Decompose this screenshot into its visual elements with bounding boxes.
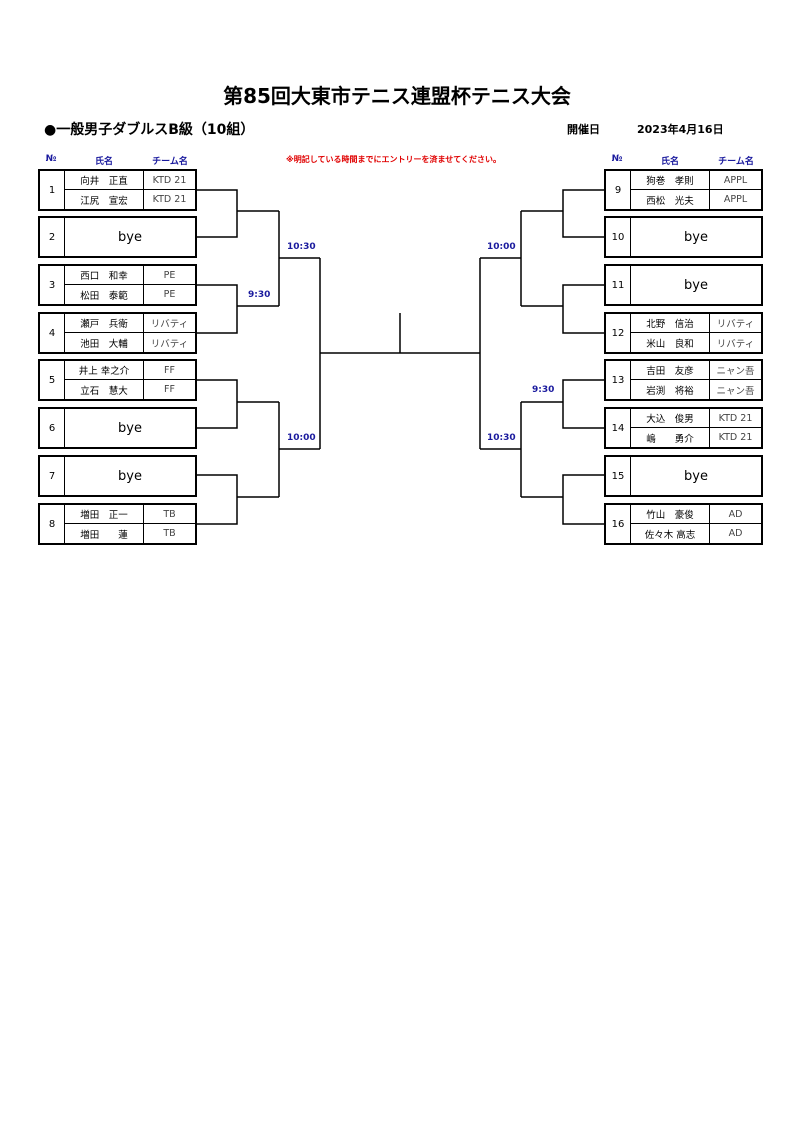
player-name: 増田 正一 [65, 505, 144, 523]
entry-number: 8 [40, 505, 65, 543]
entry-13: 13 吉田 友彦ニャン吾 岩渕 将裕ニャン吾 [604, 359, 763, 401]
player-name: 江尻 宣宏 [65, 190, 144, 209]
team-name: TB [163, 528, 176, 539]
player-name: 狗巻 孝則 [631, 171, 710, 189]
bye-label: bye [684, 229, 708, 245]
team-name: AD [728, 528, 743, 539]
team-name: リバティ [150, 338, 189, 350]
team-name: リバティ [716, 338, 755, 350]
entry-number: 16 [606, 505, 631, 543]
entry-number: 6 [40, 409, 65, 447]
match-time-left-semi-top: 10:30 [287, 242, 316, 252]
player-name: 岩渕 将裕 [631, 380, 710, 399]
match-time-left-34: 9:30 [248, 290, 271, 300]
player-name: 松田 泰範 [65, 285, 144, 304]
entry-number: 12 [606, 314, 631, 352]
match-time-right-1314: 9:30 [532, 385, 555, 395]
entry-number: 3 [40, 266, 65, 304]
header-no-right: № [611, 154, 623, 164]
entry-number: 7 [40, 457, 65, 495]
entry-number: 15 [606, 457, 631, 495]
header-team-right: チーム名 [718, 157, 754, 167]
bye-label: bye [118, 468, 142, 484]
header-name-left: 氏名 [94, 157, 113, 167]
entry-14: 14 大込 俊男 KTD 21 嶋 勇介 KTD 21 [604, 407, 763, 449]
team-name: リバティ [716, 319, 755, 330]
player-name: 竹山 豪俊 [631, 505, 710, 523]
header-team-left: チーム名 [152, 157, 188, 167]
entry-7: 7 bye [38, 455, 197, 497]
entry-number: 11 [606, 266, 631, 304]
date-value: 2023年4月16日 [637, 123, 724, 136]
player-name: 西口 和幸 [65, 266, 144, 284]
page-title: 第85回大東市テニス連盟杯テニス大会 [223, 84, 571, 108]
entry-10: 10 bye [604, 216, 763, 258]
player-name: 井上 幸之介 [65, 361, 144, 379]
team-name: APPL [723, 174, 748, 186]
team-name: リバティ [150, 319, 189, 330]
entry-16: 16 竹山 豪俊 AD 佐々木 高志 AD [604, 503, 763, 545]
team-name: AD [728, 508, 743, 520]
player-name: 瀬戸 兵衛 [65, 314, 144, 332]
team-name: PE [163, 289, 176, 300]
player-name: 吉田 友彦 [631, 361, 710, 379]
player-name: 大込 俊男 [631, 409, 710, 427]
entry-number: 9 [606, 171, 631, 209]
entry-11: 11 bye [604, 264, 763, 306]
entry-3: 3 西口 和幸 PE 松田 泰範 PE [38, 264, 197, 306]
bye-label: bye [684, 277, 708, 293]
entry-number: 1 [40, 171, 65, 209]
player-name: 北野 信治 [631, 314, 710, 332]
header-name-right: 氏名 [660, 157, 679, 167]
entry-6: 6 bye [38, 407, 197, 449]
entry-number: 2 [40, 218, 65, 256]
player-name: 佐々木 高志 [631, 524, 710, 543]
team-name: KTD 21 [718, 412, 753, 424]
team-name: KTD 21 [718, 432, 753, 443]
match-time-right-semi-top: 10:00 [487, 242, 516, 252]
entry-number: 14 [606, 409, 631, 447]
bye-label: bye [684, 468, 708, 484]
entry-12: 12 北野 信治リバティ 米山 良和リバティ [604, 312, 763, 354]
event-subtitle: ●一般男子ダブルスB級（10組） [44, 122, 255, 138]
team-name: FF [164, 364, 175, 376]
match-time-right-semi-bottom: 10:30 [487, 433, 516, 443]
team-name: KTD 21 [152, 194, 187, 205]
player-name: 増田 蓮 [65, 524, 144, 543]
entry-5: 5 井上 幸之介 FF 立石 慧大 FF [38, 359, 197, 401]
entry-2: 2 bye [38, 216, 197, 258]
bye-label: bye [118, 229, 142, 245]
team-name: PE [163, 269, 176, 281]
player-name: 米山 良和 [631, 333, 710, 352]
team-name: TB [163, 508, 176, 520]
entry-number: 10 [606, 218, 631, 256]
player-name: 向井 正直 [65, 171, 144, 189]
player-name: 池田 大輔 [65, 333, 144, 352]
match-time-left-semi-bottom: 10:00 [287, 433, 316, 443]
team-name: ニャン吾 [716, 366, 755, 377]
player-name: 立石 慧大 [65, 380, 144, 399]
entry-number: 4 [40, 314, 65, 352]
team-name: FF [164, 384, 175, 395]
entry-1: 1 向井 正直 KTD 21 江尻 宣宏 KTD 21 [38, 169, 197, 211]
player-name: 西松 光夫 [631, 190, 710, 209]
entry-number: 5 [40, 361, 65, 399]
entry-15: 15 bye [604, 455, 763, 497]
entry-4: 4 瀬戸 兵衛リバティ 池田 大輔リバティ [38, 312, 197, 354]
entry-8: 8 増田 正一 TB 増田 蓮 TB [38, 503, 197, 545]
player-name: 嶋 勇介 [631, 428, 710, 447]
entry-number: 13 [606, 361, 631, 399]
team-name: KTD 21 [152, 174, 187, 186]
entry-notice: ※明記している時間までにエントリーを済ませてください。 [286, 155, 502, 164]
date-label: 開催日 [567, 123, 600, 136]
team-name: APPL [723, 194, 748, 205]
bye-label: bye [118, 420, 142, 436]
entry-9: 9 狗巻 孝則 APPL 西松 光夫 APPL [604, 169, 763, 211]
team-name: ニャン吾 [716, 385, 755, 397]
header-no-left: № [45, 154, 57, 164]
